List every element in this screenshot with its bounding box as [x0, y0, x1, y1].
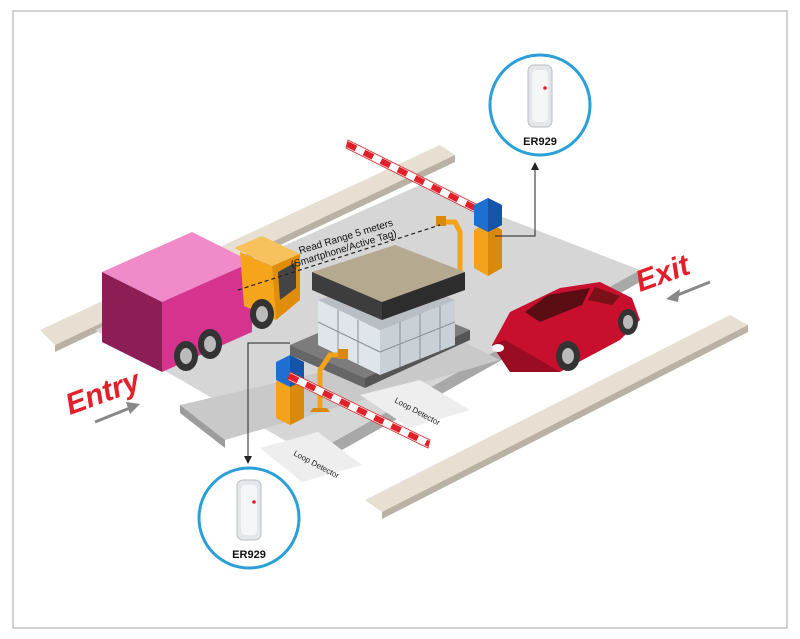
reader-label-bottom: ER929	[232, 549, 266, 561]
connector-line-bottom	[244, 342, 290, 464]
truck	[102, 232, 300, 372]
loop-detector-pad-bottom	[260, 432, 362, 482]
barrier-post-bottom	[276, 355, 304, 425]
curb-bottom	[365, 315, 748, 519]
reader-label-top: ER929	[523, 136, 557, 148]
guard-booth	[290, 245, 470, 388]
barrier-post-top	[474, 198, 502, 276]
reader-callout-bottom: ER929	[197, 466, 301, 570]
barrier-arm-bottom	[287, 371, 431, 449]
read-range-line	[237, 224, 441, 291]
car	[492, 282, 640, 372]
reader-callout-top: ER929	[488, 53, 592, 157]
arrow-right-icon	[94, 402, 140, 424]
reader-pole-top	[436, 216, 463, 275]
loop-detector-pad-top	[360, 380, 470, 428]
connector-line-top	[495, 162, 539, 237]
arrow-left-icon	[666, 280, 711, 302]
